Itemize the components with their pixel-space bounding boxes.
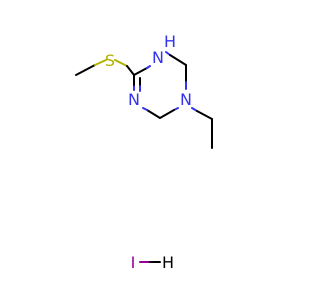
bond-s-c2-carbon-part — [126, 65, 135, 76]
bond-c4-n3-nitrogen-part — [142, 107, 148, 111]
bond-c2-n1 — [133, 67, 148, 76]
nitrogen-n1-hydrogen-label: H — [164, 32, 176, 51]
bond-c2-n1-nitrogen-part — [146, 65, 151, 69]
hydrogen-atom-label: H — [162, 253, 174, 272]
bond-c4-n3 — [146, 109, 161, 119]
bond-n1-c6 — [169, 54, 187, 66]
sulfur-atom-label: S — [105, 51, 115, 70]
bond-s-c2-sulfur-part — [114, 59, 128, 67]
bond-methyl-s-sulfur-part — [94, 59, 107, 66]
molecule-canvas: S N H N N I H — [75, 32, 213, 272]
structure-drawing: S N H N N I H — [75, 32, 213, 272]
nitrogen-n1-label: N — [152, 48, 164, 67]
nitrogen-n3-label: N — [128, 90, 140, 109]
iodine-atom-label: I — [131, 253, 136, 272]
bond-methyl-s-carbon-part — [75, 64, 96, 76]
bond-n5-ch2 — [196, 110, 213, 120]
nitrogen-n5-label: N — [180, 90, 192, 109]
bond-n5-c4 — [159, 109, 175, 119]
